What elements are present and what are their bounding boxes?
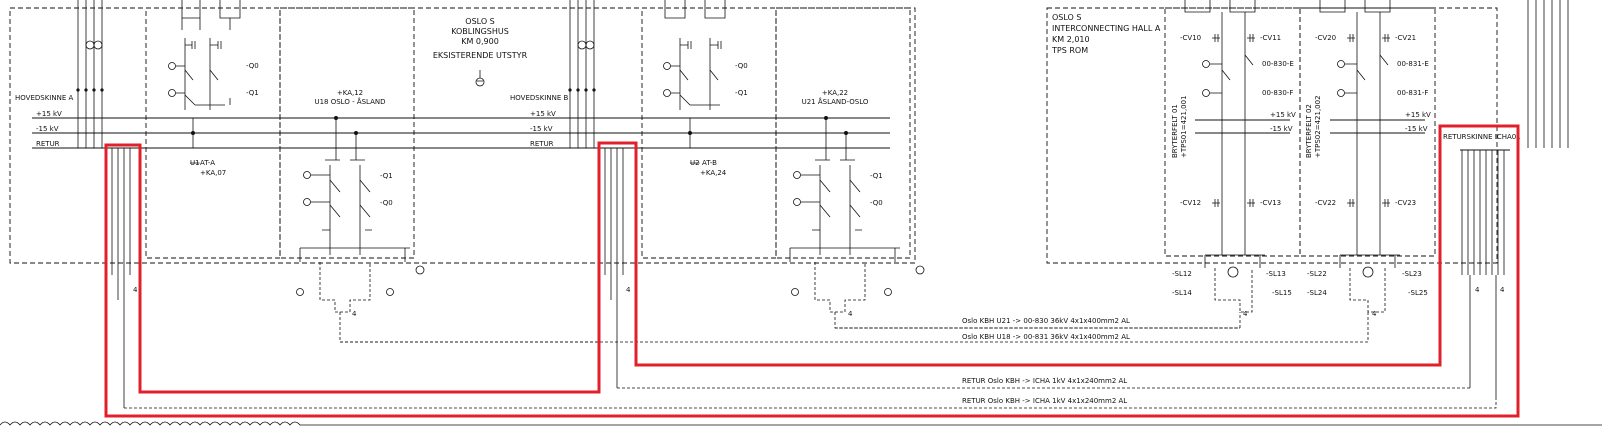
right-station-room: TPS ROM: [1051, 46, 1088, 55]
at-a-q1: -Q1: [246, 89, 259, 97]
bryterfelt-02-panel: [1299, 7, 1436, 257]
bf01-minus15: -15 kV: [1270, 125, 1293, 133]
bundle-count-bf02: 4: [1372, 310, 1377, 318]
hovedskinne-b-label: HOVEDSKINNE B: [510, 94, 568, 102]
break-line: [0, 421, 1602, 426]
far-right-feeders: [1527, 0, 1569, 148]
bf02-sl25: -SL25: [1408, 289, 1428, 297]
u21-label: U21 ÅSLAND-OSLO: [802, 97, 869, 106]
at-b-switchgear: [663, 0, 726, 148]
at-b-ka24: +KA,24: [700, 169, 727, 177]
highlight-routes: [104, 124, 1520, 418]
bus-plus15-b: +15 kV: [530, 110, 556, 118]
at-a-label: AT-A: [200, 159, 215, 167]
bf01-cv13: -CV13: [1260, 199, 1281, 207]
bf02-plus15: +15 kV: [1405, 111, 1431, 119]
bundle-count-mid: 4: [626, 286, 631, 294]
tps01-label: +TPS01=421,001: [1180, 95, 1188, 158]
bf02-sl23: -SL23: [1402, 270, 1422, 278]
bf01-plus15: +15 kV: [1270, 111, 1296, 119]
bf01-cv12: -CV12: [1180, 199, 1201, 207]
bundle-count-right-1: 4: [1475, 286, 1480, 294]
bundle-count-u18: 4: [352, 310, 357, 318]
bf01-switchgear: [1184, 0, 1265, 278]
bf02-831e: 00-831-E: [1397, 60, 1429, 68]
station-title: OSLO S: [465, 17, 494, 26]
bf01-sl14: -SL14: [1172, 289, 1192, 297]
returskinne-cables: [1461, 150, 1505, 400]
bf01-830e: 00-830-E: [1262, 60, 1294, 68]
bus-minus15-b: -15 kV: [530, 125, 553, 133]
at-a-switchgear: [168, 0, 241, 148]
tps02-label: +TPS02=421,002: [1314, 95, 1322, 158]
bundle-count-bf01: 4: [1243, 310, 1248, 318]
bf02-cv20: -CV20: [1315, 34, 1336, 42]
u21-q1: -Q1: [870, 172, 883, 180]
u18-q1: -Q1: [380, 172, 393, 180]
bryterfelt-02-label: BRYTERFELT 02: [1305, 104, 1313, 158]
bf02-sl24: -SL24: [1307, 289, 1327, 297]
cable-retur-1-label: RETUR Oslo KBH -> ICHA 1kV 4x1x240mm2 AL: [962, 377, 1127, 385]
right-station-km: KM 2,010: [1052, 35, 1090, 44]
cable-runs: Oslo KBH U21 -> 00-830 36kV 4x1x400mm2 A…: [124, 312, 1497, 409]
return-cable-bundles: [111, 148, 624, 408]
u21-ka22: +KA,22: [822, 89, 848, 97]
at-a-u1-struck: U1: [190, 159, 200, 167]
earth-symbol: [475, 77, 485, 87]
bf02-831f: 00-831-F: [1397, 89, 1428, 97]
cable-retur-2-label: RETUR Oslo KBH -> ICHA 1kV 4x1x240mm2 AL: [962, 397, 1127, 405]
bus-retur-a: RETUR: [36, 140, 60, 148]
bf01-cv10: -CV10: [1180, 34, 1201, 42]
bf01-cv11: -CV11: [1260, 34, 1281, 42]
right-station-boundary: [1046, 7, 1498, 264]
u18-label: U18 OSLO - ÅSLAND: [314, 97, 385, 106]
bf02-cv21: -CV21: [1395, 34, 1416, 42]
u21-q0: -Q0: [870, 199, 883, 207]
at-b-q0: -Q0: [735, 62, 748, 70]
bus-minus15-a: -15 kV: [36, 125, 59, 133]
bf02-sl22: -SL22: [1307, 270, 1327, 278]
station-km: KM 0,900: [461, 37, 499, 46]
u18-q0: -Q0: [380, 199, 393, 207]
bf01-sl15: -SL15: [1272, 289, 1292, 297]
bundle-count-left: 4: [133, 286, 138, 294]
station-subtitle: KOBLINGSHUS: [451, 27, 509, 36]
at-a-ka07: +KA,07: [200, 169, 226, 177]
bf02-cv22: -CV22: [1315, 199, 1336, 207]
cable-u18-label: Oslo KBH U18 -> 00-831 36kV 4x1x400mm2 A…: [962, 333, 1130, 341]
hovedskinne-a-label: HOVEDSKINNE A: [15, 94, 73, 102]
bf02-minus15: -15 kV: [1405, 125, 1428, 133]
bf01-sl13: -SL13: [1266, 270, 1286, 278]
station-existing: EKSISTERENDE UTSTYR: [433, 51, 528, 60]
at-b-label: AT-B: [702, 159, 717, 167]
bf01-sl12: -SL12: [1172, 270, 1192, 278]
bf01-830f: 00-830-F: [1262, 89, 1293, 97]
u18-outgoing: [319, 262, 600, 343]
at-a-q0: -Q0: [246, 62, 259, 70]
bus-plus15-a: +15 kV: [36, 110, 62, 118]
right-station-title: OSLO S: [1052, 13, 1081, 22]
at-b-q1: -Q1: [735, 89, 748, 97]
left-station-boundary: [9, 7, 916, 264]
left-station: OSLO S KOBLINGSHUS KM 0,900 EKSISTERENDE…: [9, 0, 1240, 343]
returskinne-label: RETURSKINNE ICHA01: [1443, 133, 1521, 141]
bundle-count-right-2: 4: [1500, 286, 1505, 294]
bus-retur-b: RETUR: [530, 140, 554, 148]
right-station: OSLO S INTERCONNECTING HALL A KM 2,010 T…: [352, 0, 1521, 400]
at-b-u2-struck: U2: [690, 159, 700, 167]
bundle-count-u21: 4: [848, 310, 853, 318]
bryterfelt-01-label: BRYTERFELT 01: [1171, 104, 1179, 158]
u21-switchgear: [789, 118, 900, 262]
right-station-hall: INTERCONNECTING HALL A: [1052, 24, 1161, 33]
u18-ka12: +KA,12: [337, 89, 363, 97]
bf02-cv23: -CV23: [1395, 199, 1416, 207]
u18-switchgear: [299, 118, 410, 262]
highlight-route-inner: [104, 124, 1520, 418]
bf02-switchgear: [1319, 0, 1400, 278]
cable-u21-label: Oslo KBH U21 -> 00-830 36kV 4x1x400mm2 A…: [962, 317, 1130, 325]
